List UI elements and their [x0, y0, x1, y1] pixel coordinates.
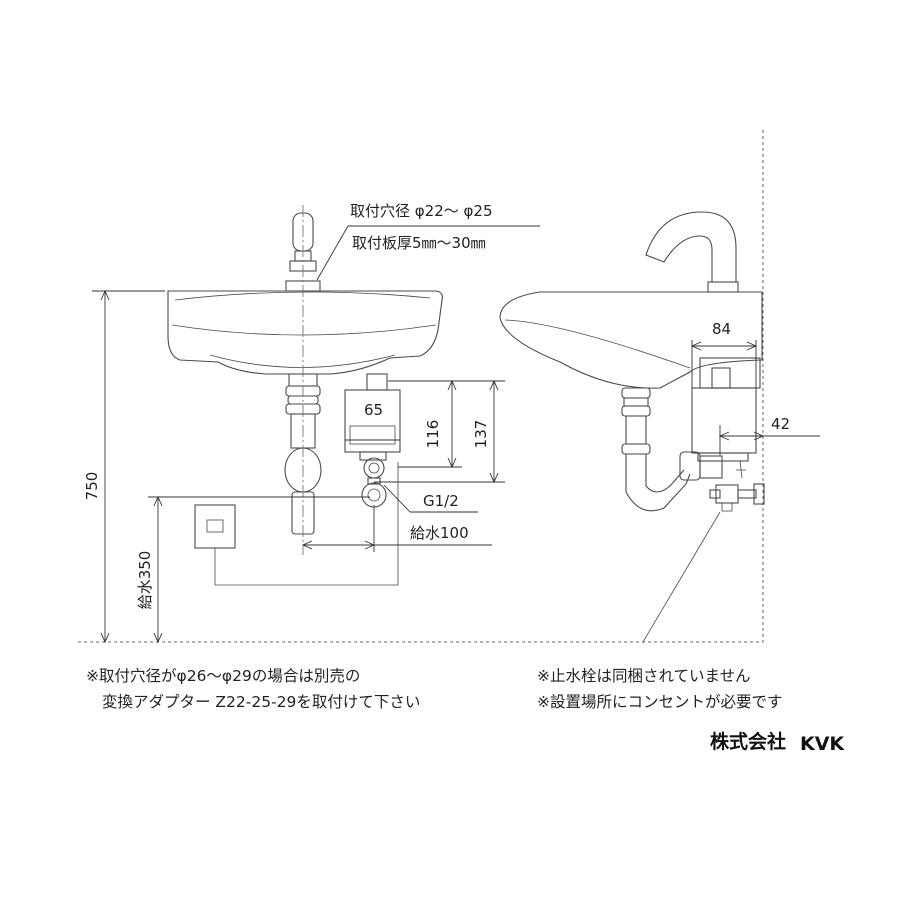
side-basin: [499, 291, 763, 389]
hole-diameter-label: 取付穴径 φ22～ φ25: [350, 202, 493, 220]
note-left-line2: 変換アダプター Z22-25-29を取付けて下さい: [102, 693, 420, 711]
front-view: [167, 205, 443, 586]
valve-leader: [642, 511, 721, 643]
dimensions: [92, 225, 820, 644]
side-control-box: [691, 357, 761, 479]
plate-thickness-label: 取付板厚5㎜～30㎜: [352, 234, 486, 252]
brand-logo: KVK: [800, 733, 845, 755]
side-drain-trap: [621, 387, 723, 512]
dim-137-label: 137: [472, 420, 490, 449]
wall-and-floor: [78, 130, 764, 643]
power-outlet: [194, 462, 399, 586]
side-faucet: [645, 211, 739, 293]
front-basin: [167, 290, 443, 375]
side-view: [499, 211, 765, 643]
front-control-box: [344, 373, 401, 508]
dim-750-label: 750: [83, 472, 101, 501]
supply-100-label: 給水100: [410, 524, 469, 542]
brand-company: 株式会社: [710, 730, 786, 753]
dim-84-label: 84: [712, 320, 731, 338]
dim-42-label: 42: [771, 415, 790, 433]
note-left-line1: ※取付穴径がφ26～φ29の場合は別売の: [86, 667, 360, 685]
dim-65-label: 65: [364, 401, 383, 419]
dim-supply-350-label: 給水350: [136, 551, 154, 610]
stop-valve: [709, 483, 765, 512]
note-right-line2: ※設置場所にコンセントが必要です: [537, 693, 783, 711]
dim-116-label: 116: [424, 420, 442, 449]
note-right-line1: ※止水栓は同梱されていません: [537, 667, 751, 685]
g12-label: G1/2: [423, 492, 459, 510]
